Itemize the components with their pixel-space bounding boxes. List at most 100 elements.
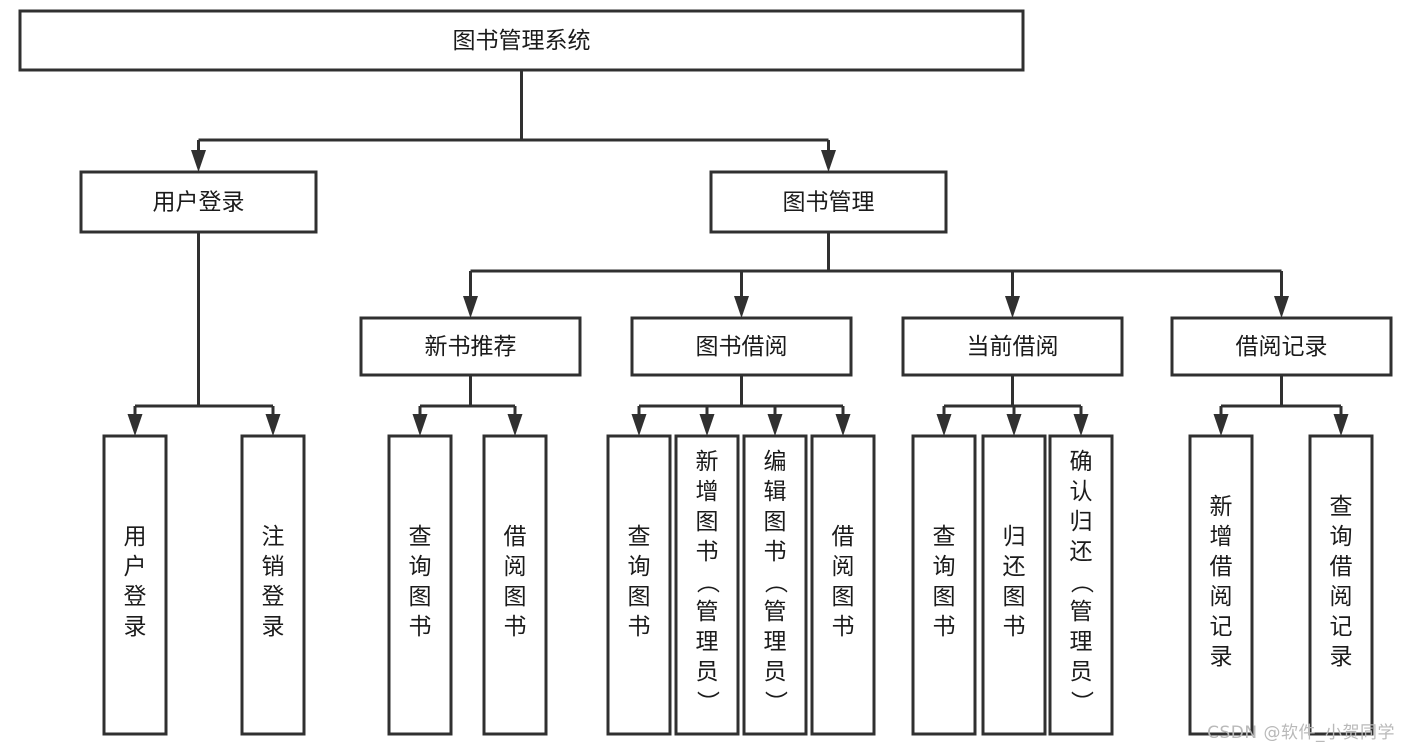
node-book-borrow[interactable]: 图书借阅 [630, 316, 853, 377]
node-box [1170, 316, 1393, 377]
node-label-char: 书 [696, 539, 719, 565]
node-leaf-query-book-1[interactable]: 查询图书查询图书 [387, 434, 453, 736]
node-box [901, 316, 1124, 377]
node-layer: 图书管理系统用户登录图书管理新书推荐图书借阅当前借阅借阅记录用户登录用户登录注销… [18, 9, 1393, 736]
node-box [1188, 434, 1254, 736]
node-leaf-borrow-book-1[interactable]: 借阅图书借阅图书 [482, 434, 548, 736]
node-box [630, 316, 853, 377]
node-label-char: 员 [1070, 659, 1093, 685]
node-label-char: 图 [832, 584, 855, 610]
arrow-head-icon [1073, 414, 1089, 436]
node-label-char: 录 [262, 614, 285, 640]
node-label-char: ） [694, 691, 720, 714]
node-label-char: （ [762, 571, 788, 594]
node-new-book-rec[interactable]: 新书推荐 [359, 316, 582, 377]
node-root[interactable]: 图书管理系统 [18, 9, 1025, 72]
node-label-char: 理 [696, 629, 719, 655]
node-current-borrow[interactable]: 当前借阅 [901, 316, 1124, 377]
node-label-char: 图 [1003, 584, 1026, 610]
node-label-char: 借 [1330, 554, 1353, 580]
node-borrow-record[interactable]: 借阅记录 [1170, 316, 1393, 377]
arrow-head-icon [265, 414, 281, 436]
edge-group-root [191, 70, 836, 172]
arrow-head-icon [699, 414, 715, 436]
arrow-head-icon [1333, 414, 1349, 436]
node-label-char: 查 [1330, 494, 1353, 520]
node-label-char: 阅 [1330, 584, 1353, 610]
node-label-char: 员 [696, 659, 719, 685]
arrow-head-icon [412, 414, 428, 436]
node-label-char: 询 [933, 554, 956, 580]
node-label: 图书管理系统 [453, 28, 591, 54]
node-label-char: 登 [262, 584, 285, 610]
node-label: 新书推荐 [425, 334, 517, 360]
node-leaf-return-book[interactable]: 归还图书归还图书 [981, 434, 1047, 736]
node-label-char: 图 [504, 584, 527, 610]
node-label-char: 管 [1070, 599, 1093, 625]
node-label: 当前借阅 [967, 334, 1059, 360]
node-leaf-query-book-3[interactable]: 查询图书查询图书 [911, 434, 977, 736]
node-box [18, 9, 1025, 72]
arrow-head-icon [821, 150, 836, 172]
node-label-char: 归 [1070, 509, 1093, 535]
node-label-char: 理 [1070, 629, 1093, 655]
node-label-char: 管 [696, 599, 719, 625]
node-label-char: 书 [409, 614, 432, 640]
edge-group-borrow-record [1213, 375, 1349, 436]
node-label-char: 询 [1330, 524, 1353, 550]
node-leaf-user-login[interactable]: 用户登录用户登录 [102, 434, 168, 736]
node-label-char: 书 [832, 614, 855, 640]
node-box [1308, 434, 1374, 736]
node-label-char: 注 [262, 524, 285, 550]
arrow-head-icon [631, 414, 647, 436]
node-label-char: 辑 [764, 479, 787, 505]
node-label-char: 员 [764, 659, 787, 685]
node-label-char: 借 [504, 524, 527, 550]
node-leaf-query-book-2[interactable]: 查询图书查询图书 [606, 434, 672, 736]
node-box [981, 434, 1047, 736]
node-box [911, 434, 977, 736]
node-label-char: （ [694, 571, 720, 594]
node-label: 图书借阅 [696, 334, 788, 360]
edge-group-current-borrow [936, 375, 1089, 436]
node-label-char: 增 [696, 479, 719, 505]
node-label-char: 还 [1070, 539, 1093, 565]
arrow-head-icon [127, 414, 143, 436]
node-label-char: 新 [696, 449, 719, 475]
node-label-char: 记 [1330, 614, 1353, 640]
arrow-head-icon [1005, 296, 1020, 318]
node-label-char: 图 [764, 509, 787, 535]
node-label-char: 用 [124, 524, 147, 550]
node-label-char: 询 [409, 554, 432, 580]
node-label-char: 编 [764, 449, 787, 475]
node-box [79, 170, 318, 234]
node-label-char: 确 [1070, 449, 1093, 475]
node-label-char: 书 [1003, 614, 1026, 640]
arrow-head-icon [936, 414, 952, 436]
node-label-char: 阅 [504, 554, 527, 580]
node-label-char: 理 [764, 629, 787, 655]
node-label-char: 书 [504, 614, 527, 640]
edge-group-user-login [127, 232, 281, 436]
node-user-login[interactable]: 用户登录 [79, 170, 318, 234]
arrow-head-icon [507, 414, 523, 436]
node-book-manage[interactable]: 图书管理 [709, 170, 948, 234]
edge-group-new-book-rec [412, 375, 523, 436]
node-label-char: 图 [628, 584, 651, 610]
node-leaf-add-record[interactable]: 新增借阅记录新增借阅记录 [1188, 434, 1254, 736]
arrow-head-icon [767, 414, 783, 436]
node-leaf-borrow-book-2[interactable]: 借阅图书借阅图书 [810, 434, 876, 736]
node-label-char: 管 [764, 599, 787, 625]
node-leaf-user-logout[interactable]: 注销登录注销登录 [240, 434, 306, 736]
node-leaf-query-record[interactable]: 查询借阅记录查询借阅记录 [1308, 434, 1374, 736]
node-box [359, 316, 582, 377]
node-label-char: 销 [262, 554, 285, 580]
node-label-char: 阅 [1210, 584, 1233, 610]
edge-group-book-borrow [631, 375, 851, 436]
node-label-char: 查 [409, 524, 432, 550]
